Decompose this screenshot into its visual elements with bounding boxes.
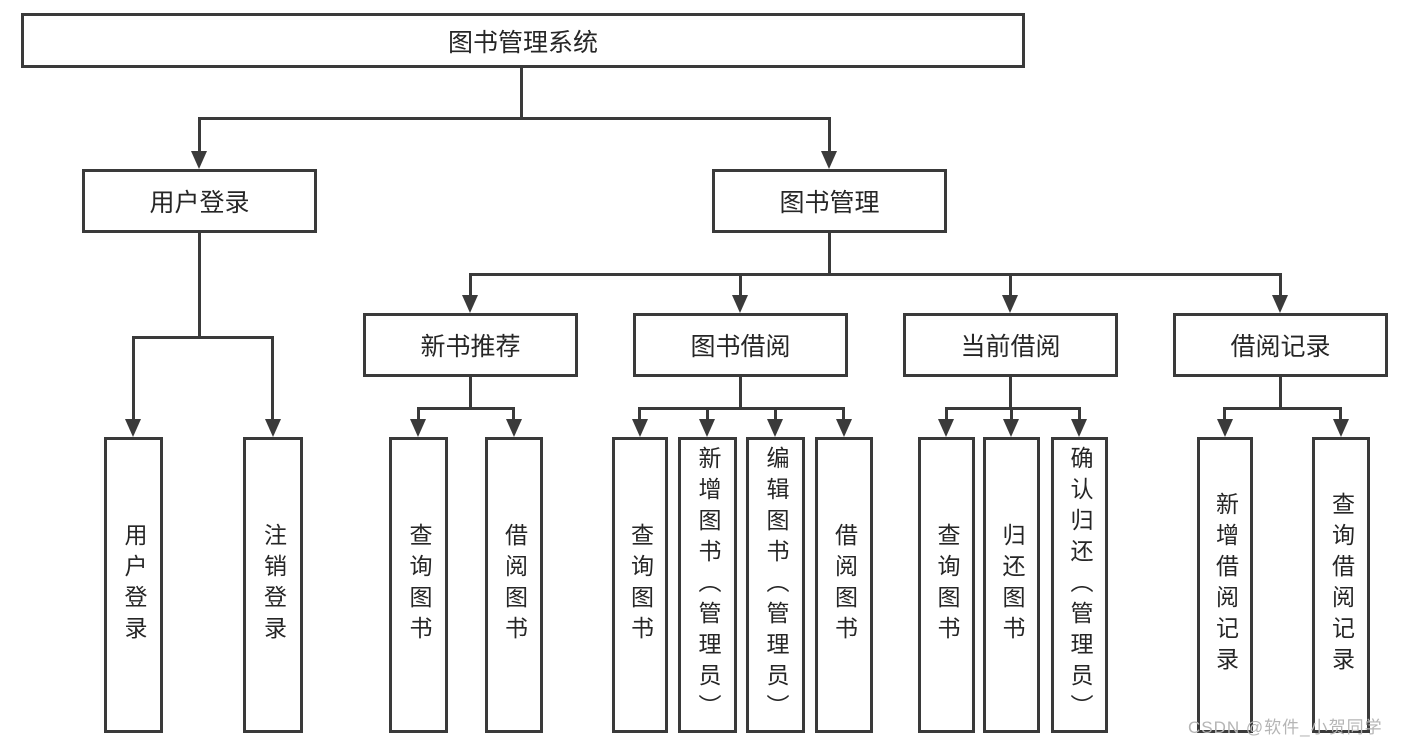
node-book-management: 图书管理	[712, 169, 947, 233]
connector-line	[1279, 273, 1282, 297]
arrow-down-icon	[1003, 419, 1019, 437]
connector-line	[469, 273, 472, 297]
connector-line	[739, 273, 742, 297]
connector-line	[828, 117, 831, 153]
connector-line	[520, 66, 523, 120]
arrow-down-icon	[125, 419, 141, 437]
arrow-down-icon	[1333, 419, 1349, 437]
arrow-down-icon	[767, 419, 783, 437]
arrow-down-icon	[506, 419, 522, 437]
node-label: 图书管理系统	[447, 28, 598, 57]
connector-line	[198, 231, 201, 339]
leaf-label: 注销登录	[260, 523, 287, 647]
arrow-down-icon	[1002, 295, 1018, 313]
connector-line	[417, 407, 420, 421]
connector-line	[774, 407, 777, 421]
arrow-down-icon	[699, 419, 715, 437]
leaf-label: 新增借阅记录	[1212, 492, 1239, 678]
node-new-book-recommend: 新书推荐	[363, 313, 578, 377]
arrow-down-icon	[1217, 419, 1233, 437]
connector-line	[1339, 407, 1342, 421]
node-borrow-records: 借阅记录	[1173, 313, 1388, 377]
connector-line	[469, 375, 472, 410]
leaf-current-return-books: 归还图书	[983, 437, 1040, 733]
leaf-label: 查询借阅记录	[1328, 492, 1355, 678]
node-user-login: 用户登录	[82, 169, 317, 233]
connector-line	[828, 231, 831, 276]
connector-line	[1279, 375, 1282, 410]
leaf-borrow-add-books-admin: 新增图书（管理员）	[678, 437, 737, 733]
leaf-logout: 注销登录	[243, 437, 303, 733]
leaf-label: 借阅图书	[831, 523, 858, 647]
arrow-down-icon	[821, 151, 837, 169]
leaf-label: 借阅图书	[501, 523, 528, 647]
leaf-label: 确认归还（管理员）	[1067, 445, 1093, 725]
arrow-down-icon	[265, 419, 281, 437]
connector-line	[1078, 407, 1081, 421]
connector-line	[1010, 407, 1013, 421]
connector-line	[1223, 407, 1342, 410]
leaf-label: 查询图书	[934, 523, 960, 647]
arrow-down-icon	[191, 151, 207, 169]
arrow-down-icon	[836, 419, 852, 437]
connector-line	[417, 407, 515, 410]
node-label: 借阅记录	[1230, 333, 1331, 361]
node-book-borrow: 图书借阅	[633, 313, 848, 377]
leaf-label: 查询图书	[406, 523, 432, 647]
node-current-borrow: 当前借阅	[903, 313, 1118, 377]
connector-line	[945, 407, 1081, 410]
connector-line	[271, 336, 274, 421]
leaf-label: 新增图书（管理员）	[695, 445, 721, 725]
leaf-label: 用户登录	[121, 523, 147, 647]
leaf-borrow-edit-books-admin: 编辑图书（管理员）	[746, 437, 805, 733]
leaf-records-query-record: 查询借阅记录	[1312, 437, 1370, 733]
connector-line	[512, 407, 515, 421]
node-root-system: 图书管理系统	[21, 13, 1025, 68]
connector-line	[1009, 273, 1012, 297]
connector-line	[638, 407, 845, 410]
connector-line	[1223, 407, 1226, 421]
leaf-borrow-query-books: 查询图书	[612, 437, 668, 733]
arrow-down-icon	[1272, 295, 1288, 313]
leaf-label: 归还图书	[999, 523, 1025, 647]
connector-line	[706, 407, 709, 421]
node-label: 新书推荐	[420, 333, 521, 361]
connector-line	[1009, 375, 1012, 410]
connector-line	[842, 407, 845, 421]
connector-line	[132, 336, 274, 339]
node-label: 图书管理	[779, 189, 880, 217]
leaf-recommend-query-books: 查询图书	[389, 437, 448, 733]
arrow-down-icon	[410, 419, 426, 437]
node-label: 当前借阅	[960, 333, 1061, 361]
connector-line	[132, 336, 135, 421]
connector-line	[945, 407, 948, 421]
leaf-label: 查询图书	[627, 523, 654, 647]
arrow-down-icon	[1071, 419, 1087, 437]
node-label: 用户登录	[149, 189, 250, 217]
leaf-current-confirm-return-admin: 确认归还（管理员）	[1051, 437, 1108, 733]
leaf-label: 编辑图书（管理员）	[763, 445, 789, 725]
leaf-recommend-borrow-books: 借阅图书	[485, 437, 543, 733]
leaf-borrow-borrow-books: 借阅图书	[815, 437, 873, 733]
leaf-user-login: 用户登录	[104, 437, 163, 733]
node-label: 图书借阅	[690, 333, 791, 361]
connector-line	[198, 117, 831, 120]
arrow-down-icon	[732, 295, 748, 313]
connector-line	[469, 273, 1282, 276]
arrow-down-icon	[462, 295, 478, 313]
connector-line	[198, 117, 201, 153]
connector-line	[638, 407, 641, 421]
arrow-down-icon	[632, 419, 648, 437]
csdn-watermark: CSDN @软件_小贺同学	[1188, 718, 1383, 737]
connector-line	[739, 375, 742, 410]
leaf-current-query-books: 查询图书	[918, 437, 975, 733]
arrow-down-icon	[938, 419, 954, 437]
leaf-records-add-record: 新增借阅记录	[1197, 437, 1253, 733]
